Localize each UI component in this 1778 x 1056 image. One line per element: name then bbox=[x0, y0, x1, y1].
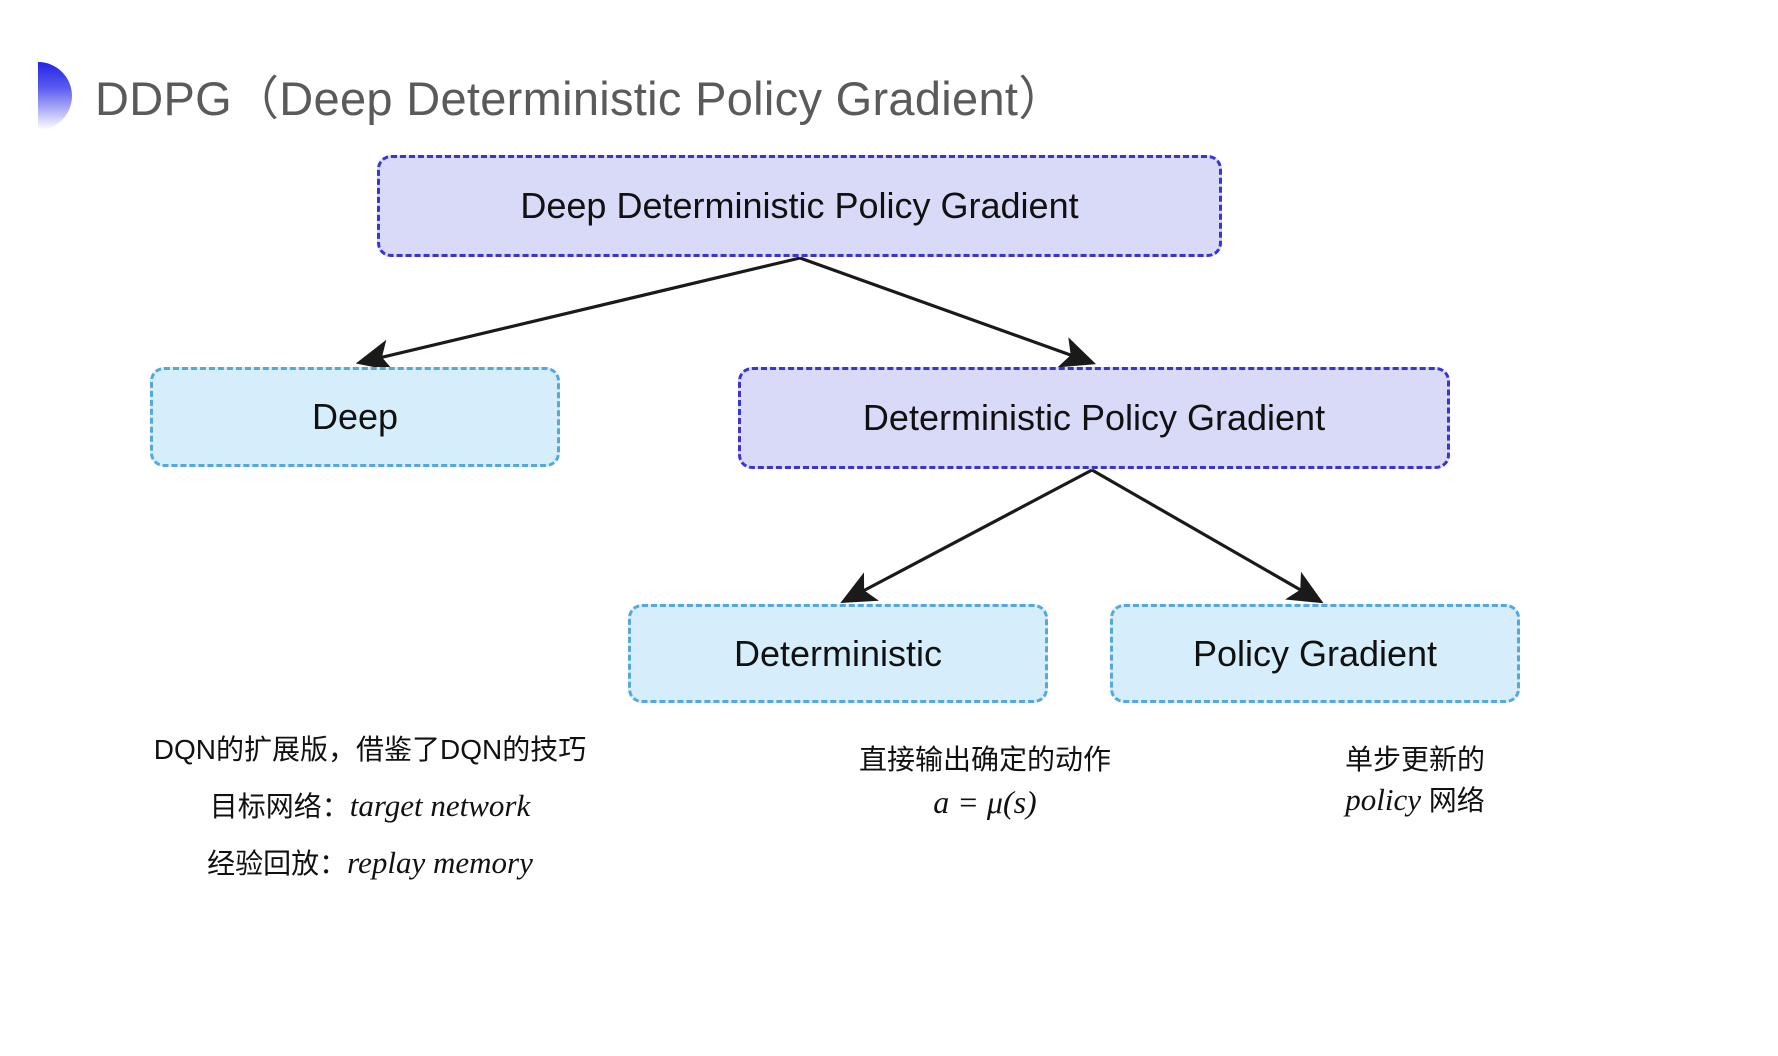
edge-dpg-to-policy-gradient bbox=[1091, 468, 1324, 604]
caption-policy-gradient: 单步更新的 policy 网络 bbox=[1155, 740, 1675, 821]
caption-deterministic: 直接输出确定的动作 a = μ(s) bbox=[690, 740, 1280, 824]
caption-deep-line3-term: replay memory bbox=[347, 845, 533, 880]
edge-root-to-dpg bbox=[799, 256, 1097, 368]
caption-deep-line3: 经验回放：replay memory bbox=[110, 835, 630, 892]
caption-deep-line2-term: target network bbox=[349, 788, 531, 823]
caption-policy-gradient-line2: policy 网络 bbox=[1155, 780, 1675, 821]
caption-deep-line2: 目标网络：target network bbox=[110, 778, 630, 835]
caption-deep-line1: DQN的扩展版，借鉴了DQN的技巧 bbox=[153, 734, 587, 765]
caption-policy-gradient-suffix: 网络 bbox=[1420, 785, 1485, 816]
node-policy-gradient[interactable]: Policy Gradient bbox=[1110, 604, 1520, 703]
node-label: Deep bbox=[311, 396, 399, 437]
node-label: Deterministic Policy Gradient bbox=[862, 397, 1326, 438]
caption-deep: DQN的扩展版，借鉴了DQN的技巧 目标网络：target network 经验… bbox=[110, 722, 630, 892]
caption-policy-gradient-term: policy bbox=[1345, 782, 1421, 817]
caption-policy-gradient-line1: 单步更新的 bbox=[1344, 744, 1485, 775]
node-deterministic[interactable]: Deterministic bbox=[628, 604, 1048, 703]
edge-root-to-deep bbox=[355, 256, 801, 371]
edge-dpg-to-deterministic bbox=[840, 468, 1093, 603]
title-decoration-halfcircle-icon bbox=[38, 62, 72, 130]
node-label: Policy Gradient bbox=[1192, 632, 1438, 674]
caption-deep-line2-label: 目标网络： bbox=[209, 791, 350, 822]
caption-deep-line3-label: 经验回放： bbox=[207, 848, 348, 879]
caption-deterministic-line1: 直接输出确定的动作 bbox=[858, 744, 1111, 775]
page-title: DDPG（Deep Deterministic Policy Gradient） bbox=[95, 72, 1066, 125]
node-deep[interactable]: Deep bbox=[150, 367, 560, 467]
node-deep-deterministic-policy-gradient[interactable]: Deep Deterministic Policy Gradient bbox=[377, 155, 1222, 257]
caption-deterministic-formula: a = μ(s) bbox=[933, 784, 1037, 820]
node-deterministic-policy-gradient[interactable]: Deterministic Policy Gradient bbox=[738, 367, 1450, 469]
node-label: Deterministic bbox=[733, 632, 943, 674]
node-label: Deep Deterministic Policy Gradient bbox=[520, 185, 1079, 226]
